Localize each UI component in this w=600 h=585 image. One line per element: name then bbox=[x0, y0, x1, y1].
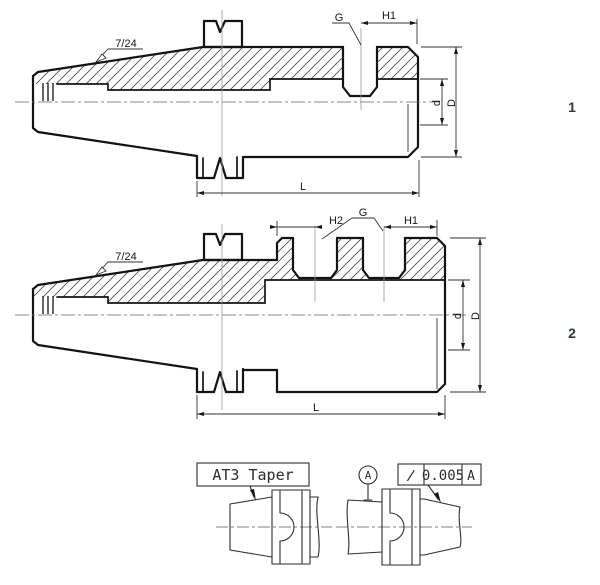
detail-left-groove-arc bbox=[279, 512, 295, 542]
variant2-taper-ratio-label: 7/24 bbox=[115, 251, 136, 263]
variant2-h1-arrow-right bbox=[430, 225, 437, 229]
variant2-g-label: G bbox=[359, 207, 368, 219]
variant2-D-arrow-top bbox=[478, 238, 482, 245]
variant1-h1-dim-line bbox=[361, 19, 418, 44]
variant2-thread-marks bbox=[42, 296, 54, 314]
fcf-symbol-text: / bbox=[406, 467, 417, 484]
variant2-h2-arrow-left bbox=[270, 225, 277, 229]
detail-left-break-line bbox=[316, 496, 320, 558]
variant2-h2-arrow-right bbox=[315, 225, 322, 229]
variant1-D-arrow-bottom bbox=[454, 150, 458, 157]
variant1-bore bbox=[56, 78, 419, 91]
variant2-d-arrow-bottom bbox=[461, 343, 465, 350]
variant1-d-arrow-bottom bbox=[440, 118, 444, 125]
variant1-g-label: G bbox=[335, 12, 344, 24]
variant1-flange-rib-edges bbox=[202, 156, 238, 179]
variant1-d-arrow-top bbox=[440, 79, 444, 86]
fcf-box bbox=[397, 463, 482, 486]
fcf-datum-text: A bbox=[467, 469, 475, 484]
variant2-h1-label: H1 bbox=[404, 215, 418, 227]
variant2-g-leader bbox=[321, 217, 384, 240]
variant1-h1-arrow-right bbox=[410, 21, 417, 25]
variant1-d-label: d bbox=[431, 100, 443, 106]
detail-left-body-stub bbox=[309, 496, 319, 558]
variant1-taper-open-arrow bbox=[94, 53, 107, 64]
variant1-D-dim-line bbox=[421, 46, 462, 158]
variant2-D-arrow-bottom bbox=[478, 385, 482, 392]
variant2-drive-slot-block bbox=[202, 232, 244, 262]
variant2-L-label: L bbox=[313, 402, 319, 414]
detail-right-taper-outline bbox=[419, 498, 462, 556]
variant2-d-label: d bbox=[452, 313, 464, 319]
variant1-L-dim-line bbox=[196, 160, 420, 197]
detail-right-cylinder-outline bbox=[346, 499, 383, 555]
variant1-outline bbox=[31, 45, 420, 180]
variant1-drive-slot-block bbox=[202, 19, 244, 49]
variant2-L-dim-line bbox=[196, 395, 446, 419]
variant2-index-number: 2 bbox=[568, 325, 576, 341]
variant1-section-hatch bbox=[33, 47, 418, 90]
variant2-L-arrow-left bbox=[197, 412, 204, 416]
variant2-taper-open-arrow bbox=[94, 266, 107, 277]
fcf-dividers bbox=[423, 463, 463, 486]
variant1-g-leader bbox=[332, 22, 362, 46]
variant1-thread-hole bbox=[341, 45, 379, 98]
variant1-thread-marks bbox=[42, 83, 54, 101]
variant1-taper-ratio-label: 7/24 bbox=[115, 38, 136, 50]
variant1-index-number: 1 bbox=[568, 99, 576, 115]
variant1-h1-arrow-left bbox=[361, 21, 368, 25]
variant2-h2-dim-line bbox=[270, 221, 322, 236]
variant1-h1-label: H1 bbox=[382, 10, 396, 22]
detail-left-note-arrow bbox=[250, 489, 256, 501]
variant2-d-dim-line bbox=[448, 279, 470, 351]
variant1-L-label: L bbox=[300, 181, 306, 193]
detail-right-flange-outline bbox=[381, 488, 421, 566]
detail-left-note-text: AT3 Taper bbox=[212, 466, 293, 484]
detail-right-datum-text: A bbox=[365, 469, 372, 482]
variant1-L-arrow-left bbox=[197, 191, 204, 195]
detail-left-flange-outline bbox=[271, 489, 311, 565]
variant2-dimensions: 7/24 G H2 H1 d D L bbox=[94, 207, 486, 419]
variant2-h1-arrow-left bbox=[384, 225, 391, 229]
variant1-d-dim-line bbox=[420, 78, 448, 126]
fcf-leader-arrow bbox=[434, 492, 441, 503]
variant2-D-label: D bbox=[470, 312, 482, 320]
detail-left-taper-outline bbox=[229, 496, 273, 558]
fcf-tolerance-text: 0.005 bbox=[422, 468, 464, 484]
detail-right-sketch: A / 0.005 A bbox=[336, 463, 482, 566]
variant2-h1-dim-line bbox=[384, 220, 438, 236]
variant2-h2-label: H2 bbox=[329, 215, 343, 227]
variant2-d-arrow-top bbox=[461, 280, 465, 287]
variant2-L-arrow-right bbox=[438, 412, 445, 416]
variant1-D-label: D bbox=[446, 99, 458, 107]
detail-right-datum-stem bbox=[363, 483, 373, 501]
detail-right-groove-arc bbox=[389, 512, 405, 542]
variant1-drawing: 7/24 G H1 d D L 1 bbox=[15, 10, 576, 197]
detail-right-feature-control-frame: / 0.005 A bbox=[397, 463, 482, 503]
variant2-bore bbox=[56, 279, 446, 304]
variant2-section-hatch bbox=[33, 238, 445, 303]
variant2-drawing: 7/24 G H2 H1 d D L 2 bbox=[15, 207, 576, 419]
variant1-L-arrow-right bbox=[412, 191, 419, 195]
detail-left-note-box bbox=[196, 462, 310, 487]
detail-left-sketch: AT3 Taper bbox=[196, 462, 332, 565]
variant1-dimensions: 7/24 G H1 d D L bbox=[94, 10, 462, 197]
variant2-flange-rib-edges bbox=[202, 370, 238, 393]
variant1-D-arrow-top bbox=[454, 47, 458, 54]
variant2-outline bbox=[31, 236, 447, 394]
